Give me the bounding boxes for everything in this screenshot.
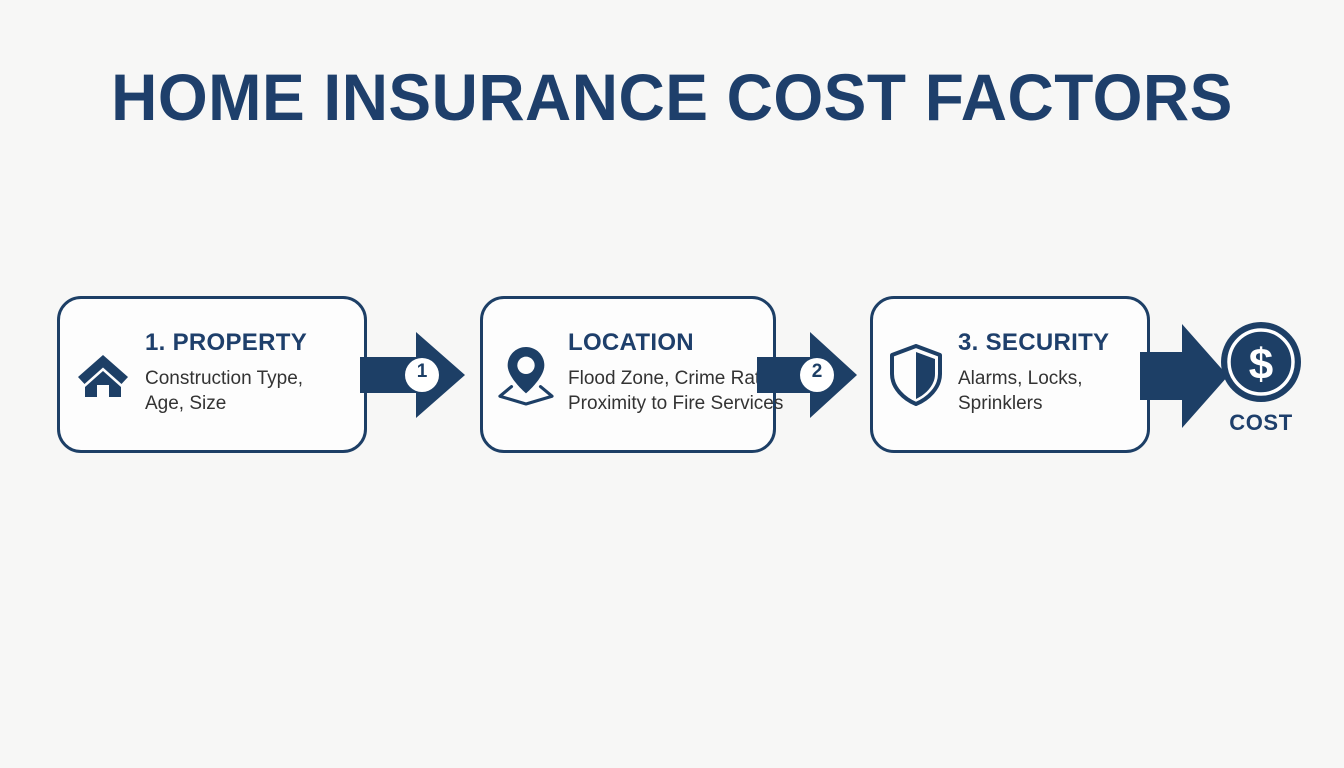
connector-arrow-3 xyxy=(1140,324,1228,428)
dollar-coin-icon: $ xyxy=(1221,322,1301,402)
step-heading: 1. PROPERTY xyxy=(145,328,308,356)
step-body-line-2: Sprinklers xyxy=(958,392,1043,414)
page-title: HOME INSURANCE COST FACTORS xyxy=(111,60,1233,134)
arrow-right-icon xyxy=(1140,324,1228,428)
connector-arrow-1: 1 xyxy=(360,332,465,418)
step-body-line-2: Proximity to Fire Services xyxy=(568,392,784,414)
connector-badge-1: 1 xyxy=(416,361,428,382)
house-icon xyxy=(75,344,131,406)
step-body-line-1: Construction Type, xyxy=(145,367,304,389)
step-card-property-content: 1. PROPERTY Construction Type, Age, Size xyxy=(57,296,387,453)
cost-label: COST xyxy=(1229,410,1293,435)
arrow-right-icon xyxy=(757,332,857,418)
cost-outcome: $ COST xyxy=(1218,320,1304,436)
arrow-right-icon xyxy=(360,332,465,418)
step-body-line-2: Age, Size xyxy=(145,392,227,414)
shield-icon xyxy=(888,343,944,406)
connector-arrow-2: 2 xyxy=(757,332,857,418)
map-pin-icon xyxy=(498,344,554,406)
step-body-line-1: Alarms, Locks, xyxy=(958,367,1083,389)
step-card-security-content: 3. SECURITY Alarms, Locks, Sprinklers xyxy=(870,296,1170,453)
step-card-security-text: 3. SECURITY Alarms, Locks, Sprinklers xyxy=(958,328,1110,416)
step-card-location-content: LOCATION Flood Zone, Crime Rate, Proximi… xyxy=(480,296,810,453)
step-heading: 3. SECURITY xyxy=(958,328,1110,356)
step-card-property-text: 1. PROPERTY Construction Type, Age, Size xyxy=(145,328,308,416)
step-card-location[interactable] xyxy=(480,296,776,453)
process-flow: 1. PROPERTY Construction Type, Age, Size… xyxy=(0,296,1344,466)
step-card-property[interactable] xyxy=(57,296,367,453)
step-body-line-1: Flood Zone, Crime Rate, xyxy=(568,367,777,389)
step-heading: LOCATION xyxy=(568,328,694,356)
step-card-location-text: LOCATION Flood Zone, Crime Rate, Proximi… xyxy=(568,328,784,416)
connector-badge-2: 2 xyxy=(811,361,823,382)
svg-text:$: $ xyxy=(1249,340,1273,389)
